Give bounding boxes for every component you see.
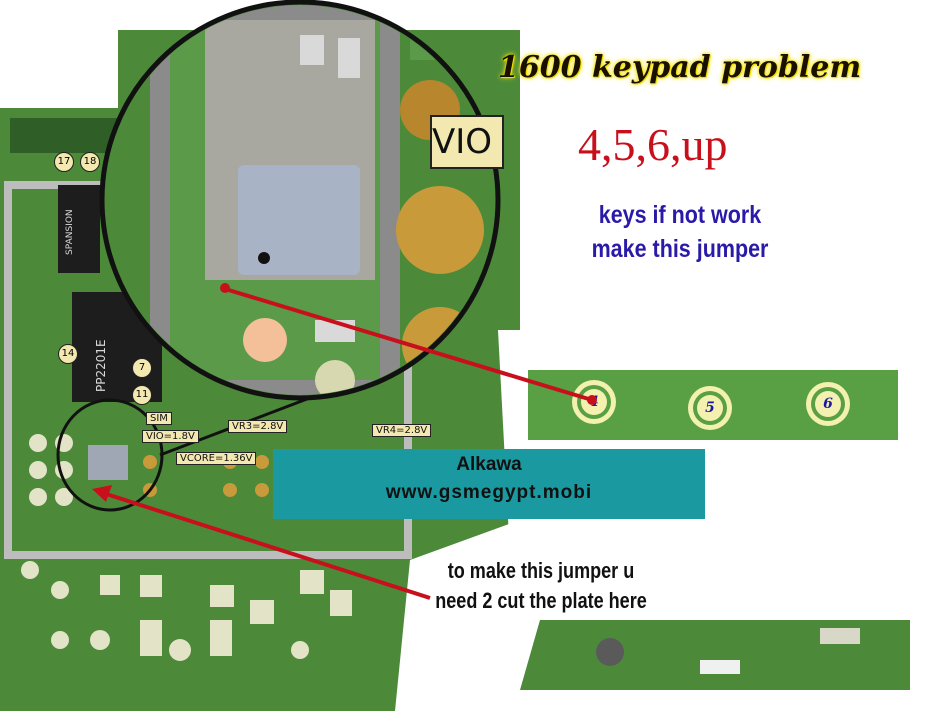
marker-18: 18 [80, 152, 100, 172]
marker-7: 7 [132, 358, 152, 378]
pad-5-label: 5 [705, 400, 715, 416]
chip1-label: SPANSION [65, 209, 75, 255]
marker-14: 14 [58, 344, 78, 364]
vr4-label: VR4=2.8V [372, 424, 432, 437]
instruction-bottom-line1: to make this jumper u [447, 558, 635, 583]
chip2-label: PP2201E [94, 339, 108, 392]
pcb-board-right [520, 620, 910, 690]
instruction-bottom: to make this jumper u need 2 cut the pla… [429, 556, 652, 616]
vcore-label: VCORE=1.36V [176, 452, 257, 465]
banner-website: www.gsmegypt.mobi [385, 482, 593, 503]
pad-6-label: 6 [823, 396, 833, 412]
watermark-banner: Alkawa www.gsmegypt.mobi [273, 449, 705, 519]
marker-11: 11 [132, 385, 152, 405]
flash-chip [58, 185, 100, 273]
banner-author: Alkawa [456, 454, 522, 475]
pad-6 [806, 382, 850, 426]
instruction-top: keys if not work make this jumper [577, 198, 783, 266]
page-title: 1600 keypad problem [498, 50, 862, 85]
zoom-chip [238, 165, 360, 275]
instruction-bottom-line2: need 2 cut the plate here [435, 588, 647, 613]
vio-zoom-label: VIO [430, 115, 504, 169]
vio-label: VIO=1.8V [142, 430, 199, 443]
small-chip [88, 445, 128, 480]
keys-heading: 4,5,6,up [578, 119, 728, 170]
pad-4-label: 4 [589, 394, 599, 410]
keypad-strip: 4 5 6 [528, 370, 898, 440]
pad-5 [688, 386, 732, 430]
vr3-label: VR3=2.8V [228, 420, 288, 433]
instruction-top-line1: keys if not work [598, 201, 762, 229]
sim-label: SIM [146, 412, 172, 425]
instruction-top-line2: make this jumper [591, 235, 769, 263]
marker-17: 17 [54, 152, 74, 172]
